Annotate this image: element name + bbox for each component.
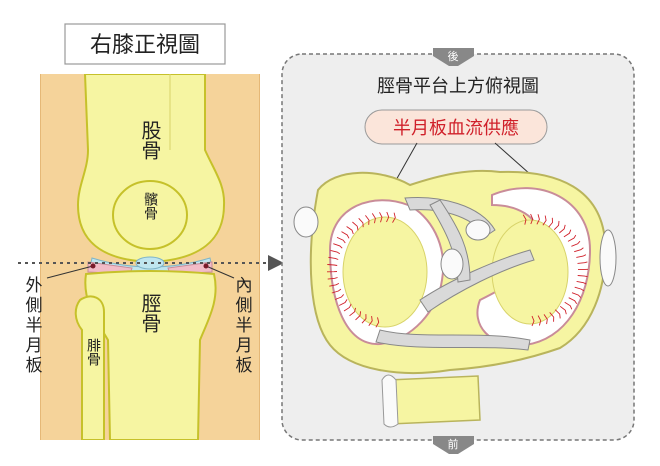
right-panel-title: 脛骨平台上方俯視圖: [377, 76, 539, 97]
left-title: 右膝正視圖: [90, 33, 200, 58]
medial-vessel-3: [542, 215, 547, 226]
medial-vessel-19: [564, 301, 573, 310]
lateral-vessel-0: [375, 317, 380, 328]
medial-plateau-inner: [491, 219, 569, 325]
lateral-vessel-17: [341, 231, 350, 239]
medial-vessel-14: [577, 275, 588, 278]
lateral-meniscus-label-char-0: 外: [26, 276, 43, 296]
front-label: 前: [448, 437, 459, 451]
fibula-label: 腓骨: [85, 338, 101, 366]
medial-vessel-11: [576, 254, 587, 258]
lateral-vessel-19: [352, 221, 359, 231]
tibial-plateau-view: 後 前 脛骨平台上方俯視圖 半月板血流供應: [281, 48, 635, 454]
medial-vessel-10: [574, 247, 584, 253]
lateral-vessel-8: [331, 288, 342, 294]
medial-vessel-4: [548, 217, 553, 228]
lateral-vessel-14: [330, 249, 341, 255]
lateral-vessel-10: [327, 277, 338, 280]
medial-vessel-0: [522, 214, 527, 225]
blood-supply-title: 半月板血流供應: [393, 117, 519, 139]
medial-vessel-1: [530, 213, 534, 225]
lateral-vessel-6: [338, 299, 348, 306]
lateral-vessel-3: [355, 311, 362, 321]
medial-vessel-9: [571, 240, 581, 247]
medial-meniscus-label-char-3: 月: [236, 336, 253, 356]
front-indicator: 前: [433, 436, 474, 454]
tibia-label: 脛骨: [138, 293, 162, 333]
lateral-vessel-1: [368, 316, 373, 326]
left-title-box: 右膝正視圖: [64, 23, 226, 65]
lateral-vessel-15: [333, 243, 343, 249]
lateral-meniscus-label-char-2: 半: [26, 316, 43, 336]
lateral-vessel-7: [334, 294, 345, 300]
lateral-vessel-21: [365, 215, 370, 225]
lateral-vessel-13: [328, 256, 339, 260]
lateral-meniscus-label-char-4: 板: [26, 356, 43, 376]
lateral-vessel-2: [361, 314, 367, 324]
medial-vessel-2: [536, 214, 540, 225]
lateral-meniscus-label-char-3: 月: [26, 336, 43, 356]
back-indicator: 後: [433, 48, 474, 66]
lateral-vessel-9: [329, 282, 340, 287]
medial-vessel-20: [559, 305, 567, 315]
lateral-vessel-24: [386, 211, 390, 223]
medial-vessel-22: [549, 312, 555, 322]
lateral-vessel-22: [371, 213, 376, 224]
patella-shape: [112, 180, 188, 250]
medial-meniscus-label-char-2: 半: [236, 316, 253, 336]
lateral-vessel-12: [327, 264, 338, 266]
medial-vessel-18: [568, 297, 578, 305]
patella-label: 髕骨: [142, 191, 158, 220]
lateral-vessel-4: [349, 307, 357, 317]
lateral-vessel-18: [346, 226, 354, 235]
medial-vessel-25: [531, 315, 535, 327]
lateral-meniscus-label-char-1: 側: [26, 296, 43, 316]
medial-vessel-23: [543, 314, 548, 325]
knee-front-view: 右膝正視圖 股骨 髕骨 脛骨 腓骨: [26, 23, 260, 440]
medial-vessel-17: [571, 292, 582, 298]
medial-vessel-24: [537, 315, 542, 326]
medial-vessel-21: [554, 309, 561, 319]
fibula-shape: [74, 295, 105, 440]
lateral-vessel-20: [358, 217, 364, 228]
medial-vessel-5: [553, 220, 560, 231]
femur-label: 股骨: [138, 120, 162, 160]
medial-vessel-16: [574, 286, 585, 292]
meniscus-vessels: [326, 211, 589, 328]
blood-supply-highlight: 半月板血流供應: [364, 109, 548, 145]
medial-vessel-6: [559, 224, 566, 234]
lateral-vessel-5: [343, 303, 352, 312]
medial-meniscus-label-char-1: 側: [236, 296, 253, 316]
medial-vessel-15: [576, 280, 587, 285]
lateral-plateau-inner: [342, 216, 428, 328]
lateral-vessel-16: [336, 236, 346, 244]
lateral-vessel-23: [379, 212, 383, 223]
medial-vessel-12: [577, 261, 588, 264]
back-label: 後: [448, 49, 459, 63]
medial-meniscus-label-char-4: 板: [236, 356, 253, 376]
medial-vessel-8: [567, 234, 577, 242]
medial-vessel-7: [563, 229, 572, 238]
lateral-vessel-25: [392, 212, 396, 223]
fibula-shaft: [387, 375, 481, 425]
medial-meniscus-label-char-0: 內: [236, 276, 253, 296]
